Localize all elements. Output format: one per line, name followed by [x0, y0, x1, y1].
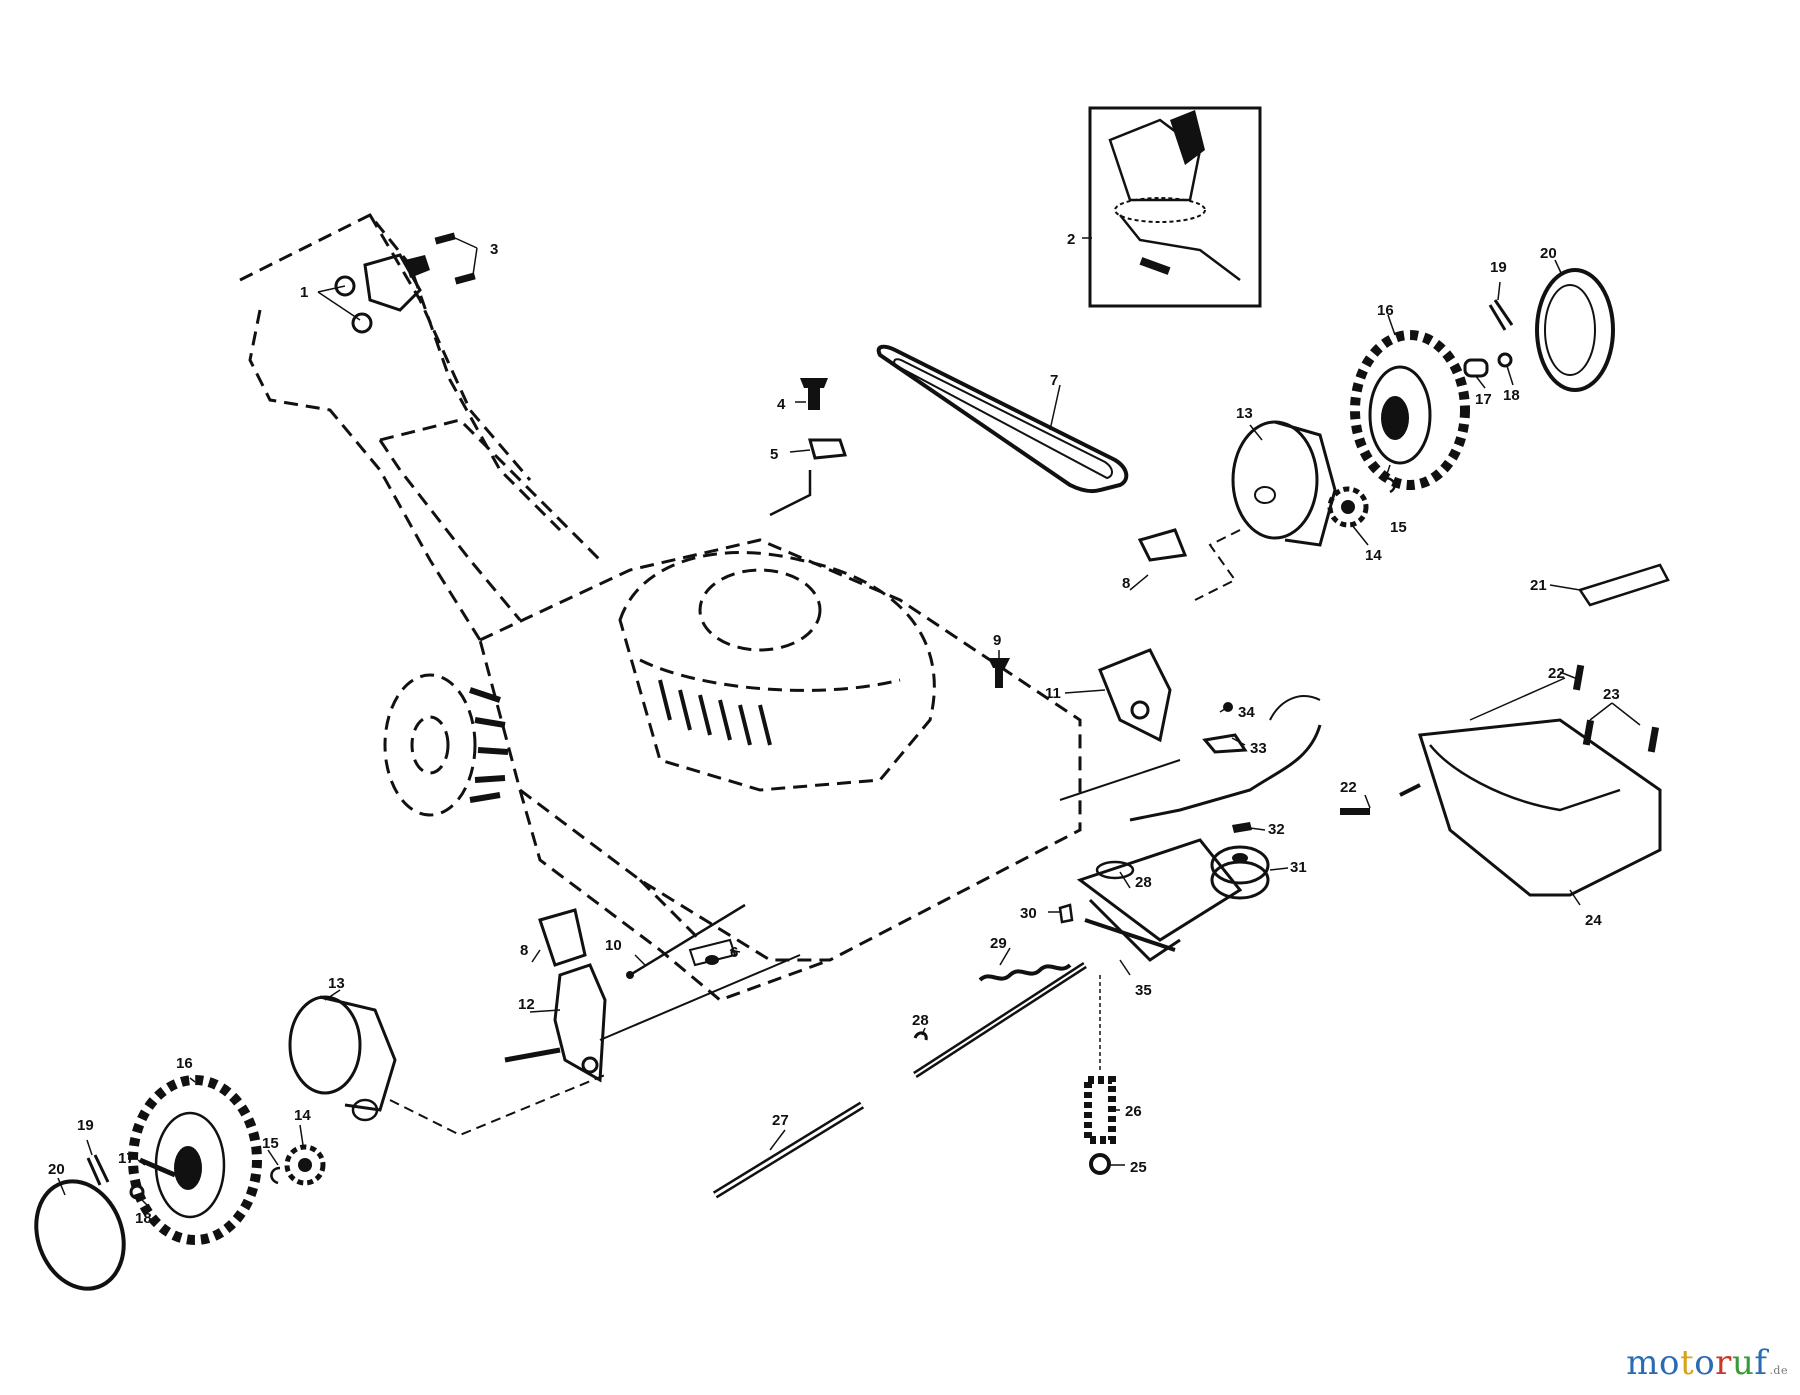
- label-part-17-left: 17: [118, 1150, 135, 1167]
- watermark-logo: motoruf.de: [1626, 1343, 1788, 1383]
- label-part-4: 4: [777, 396, 786, 413]
- label-part-15-right: 15: [1390, 519, 1407, 536]
- label-part-11: 11: [1045, 685, 1061, 702]
- watermark-letter: o: [1694, 1343, 1716, 1383]
- label-part-16-left: 16: [176, 1055, 193, 1072]
- drive-axle-rod: [913, 962, 1087, 1078]
- label-part-25: 25: [1130, 1159, 1147, 1176]
- label-part-7: 7: [1050, 372, 1058, 389]
- label-part-14-left: 14: [294, 1107, 311, 1124]
- label-part-8-left: 8: [520, 942, 528, 959]
- mower-body-outline: [239, 213, 1082, 1002]
- label-part-3: 3: [490, 241, 498, 258]
- label-part-34: 34: [1238, 704, 1255, 721]
- watermark-letter: m: [1626, 1343, 1660, 1383]
- label-part-33: 33: [1250, 740, 1267, 757]
- screw-clip-4-5: [769, 378, 848, 517]
- watermark-letter: o: [1659, 1343, 1681, 1383]
- label-part-16-right: 16: [1377, 302, 1394, 319]
- label-part-5: 5: [770, 446, 778, 463]
- rear-discharge-chute: [1340, 664, 1662, 897]
- label-part-22-top: 22: [1548, 665, 1565, 682]
- label-part-2: 2: [1067, 231, 1075, 248]
- label-part-13-right: 13: [1236, 405, 1253, 422]
- handle-control-bracket: [334, 232, 476, 334]
- label-part-23: 23: [1603, 686, 1620, 703]
- label-part-26: 26: [1125, 1103, 1142, 1120]
- left-wheel-assembly: [34, 903, 801, 1291]
- height-adjust-bracket-right: [1059, 528, 1241, 801]
- watermark-brand: motoruf: [1626, 1343, 1767, 1383]
- inset-control-box: [1088, 106, 1262, 308]
- label-plate-21: [1578, 563, 1670, 607]
- label-part-14-right: 14: [1365, 547, 1382, 564]
- label-part-28-bottom: 28: [912, 1012, 929, 1029]
- label-part-27: 27: [772, 1112, 789, 1129]
- label-part-18-left: 18: [135, 1210, 152, 1227]
- label-part-28-top: 28: [1135, 874, 1152, 891]
- label-part-13-left: 13: [328, 975, 345, 992]
- label-part-15-left: 15: [262, 1135, 279, 1152]
- label-part-30: 30: [1020, 905, 1037, 922]
- label-part-10: 10: [605, 937, 622, 954]
- spring-and-nut: [1084, 975, 1116, 1175]
- label-part-17-right: 17: [1475, 391, 1492, 408]
- part-labels: 1 2 3 4 5 6 7 8 8 9 10 11 12 13 13 14 14…: [48, 231, 1620, 1227]
- watermark-letter: t: [1680, 1343, 1695, 1383]
- watermark-suffix: .de: [1769, 1364, 1788, 1377]
- label-part-32: 32: [1268, 821, 1285, 838]
- label-part-21: 21: [1530, 577, 1547, 594]
- label-part-8-right: 8: [1122, 575, 1130, 592]
- drive-belt: [876, 344, 1129, 494]
- label-part-12: 12: [518, 996, 535, 1013]
- label-part-35: 35: [1135, 982, 1152, 999]
- label-part-20-left: 20: [48, 1161, 65, 1178]
- label-part-22-left: 22: [1340, 779, 1357, 796]
- label-part-24: 24: [1585, 912, 1602, 929]
- leader-lines: [57, 237, 1641, 1206]
- label-part-9: 9: [993, 632, 1001, 649]
- rear-wheel-outline: [383, 673, 509, 817]
- watermark-letter: r: [1715, 1343, 1732, 1383]
- label-part-29: 29: [990, 935, 1007, 952]
- right-wheel-assembly: [1231, 268, 1615, 547]
- label-part-20-right: 20: [1540, 245, 1557, 262]
- label-part-1: 1: [300, 284, 308, 301]
- transmission-assembly: [978, 695, 1322, 982]
- label-part-6: 6: [730, 944, 738, 961]
- watermark-letter: f: [1754, 1343, 1768, 1383]
- rod-27: [712, 1101, 865, 1199]
- watermark-letter: u: [1731, 1343, 1755, 1383]
- label-part-19-left: 19: [77, 1117, 94, 1134]
- label-part-19-right: 19: [1490, 259, 1507, 276]
- screw-9: [988, 658, 1010, 688]
- label-part-31: 31: [1290, 859, 1307, 876]
- label-part-18-right: 18: [1503, 387, 1520, 404]
